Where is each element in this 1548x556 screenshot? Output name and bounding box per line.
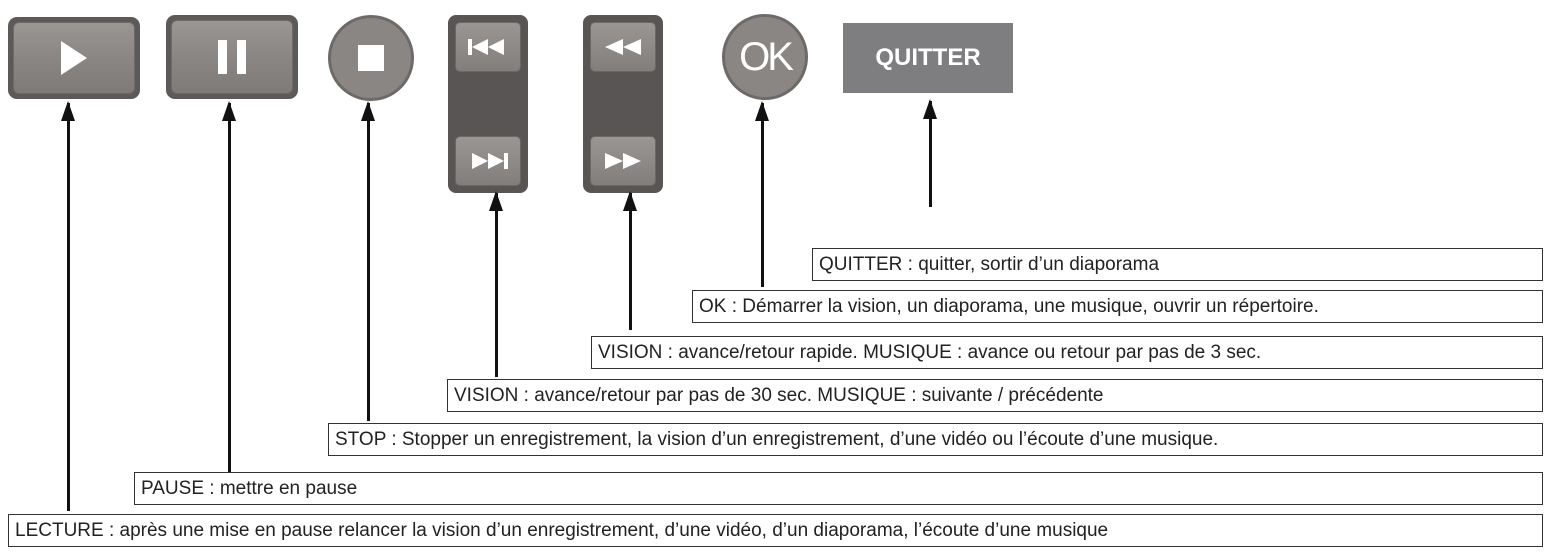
label-ok: OK : Démarrer la vision, un diaporama, u… [692, 290, 1543, 323]
label-stop: STOP : Stopper un enregistrement, la vis… [328, 423, 1543, 456]
stop-icon [358, 45, 384, 71]
label-lecture: LECTURE : après une mise en pause relanc… [8, 514, 1543, 547]
arrow-pause [222, 101, 236, 473]
arrow-lecture [61, 101, 75, 511]
pause-icon [218, 40, 246, 74]
arrow-quitter [923, 99, 937, 207]
pause-button[interactable] [166, 15, 298, 99]
label-pas30: VISION : avance/retour par pas de 30 sec… [447, 379, 1543, 412]
label-pause: PAUSE : mettre en pause [134, 472, 1543, 505]
quit-button-label: QUITTER [875, 44, 981, 71]
pause-button-face [171, 20, 293, 94]
skip-button-pair [448, 15, 528, 193]
arrow-ok [755, 101, 769, 287]
stop-button[interactable] [328, 15, 414, 101]
skip-previous-icon [468, 39, 504, 55]
fast-forward-icon [605, 153, 641, 169]
arrow-pas30 [489, 191, 503, 377]
play-button[interactable] [8, 17, 140, 99]
rewind-icon [605, 39, 641, 55]
arrow-rapide [623, 191, 637, 330]
label-quitter: QUITTER : quitter, sortir d’un diaporama [812, 248, 1543, 281]
seek-button-pair [583, 15, 663, 193]
play-icon [61, 41, 87, 75]
label-rapide: VISION : avance/retour rapide. MUSIQUE :… [591, 336, 1543, 369]
ok-button-label: OK [739, 34, 794, 79]
skip-previous-button[interactable] [455, 22, 521, 72]
skip-next-button[interactable] [455, 136, 521, 186]
ok-button[interactable]: OK [722, 14, 808, 100]
skip-next-icon [472, 153, 508, 169]
play-button-face [13, 22, 135, 94]
quit-button[interactable]: QUITTER [843, 23, 1013, 93]
fast-forward-button[interactable] [590, 136, 656, 186]
rewind-button[interactable] [590, 22, 656, 72]
arrow-stop [361, 101, 375, 421]
